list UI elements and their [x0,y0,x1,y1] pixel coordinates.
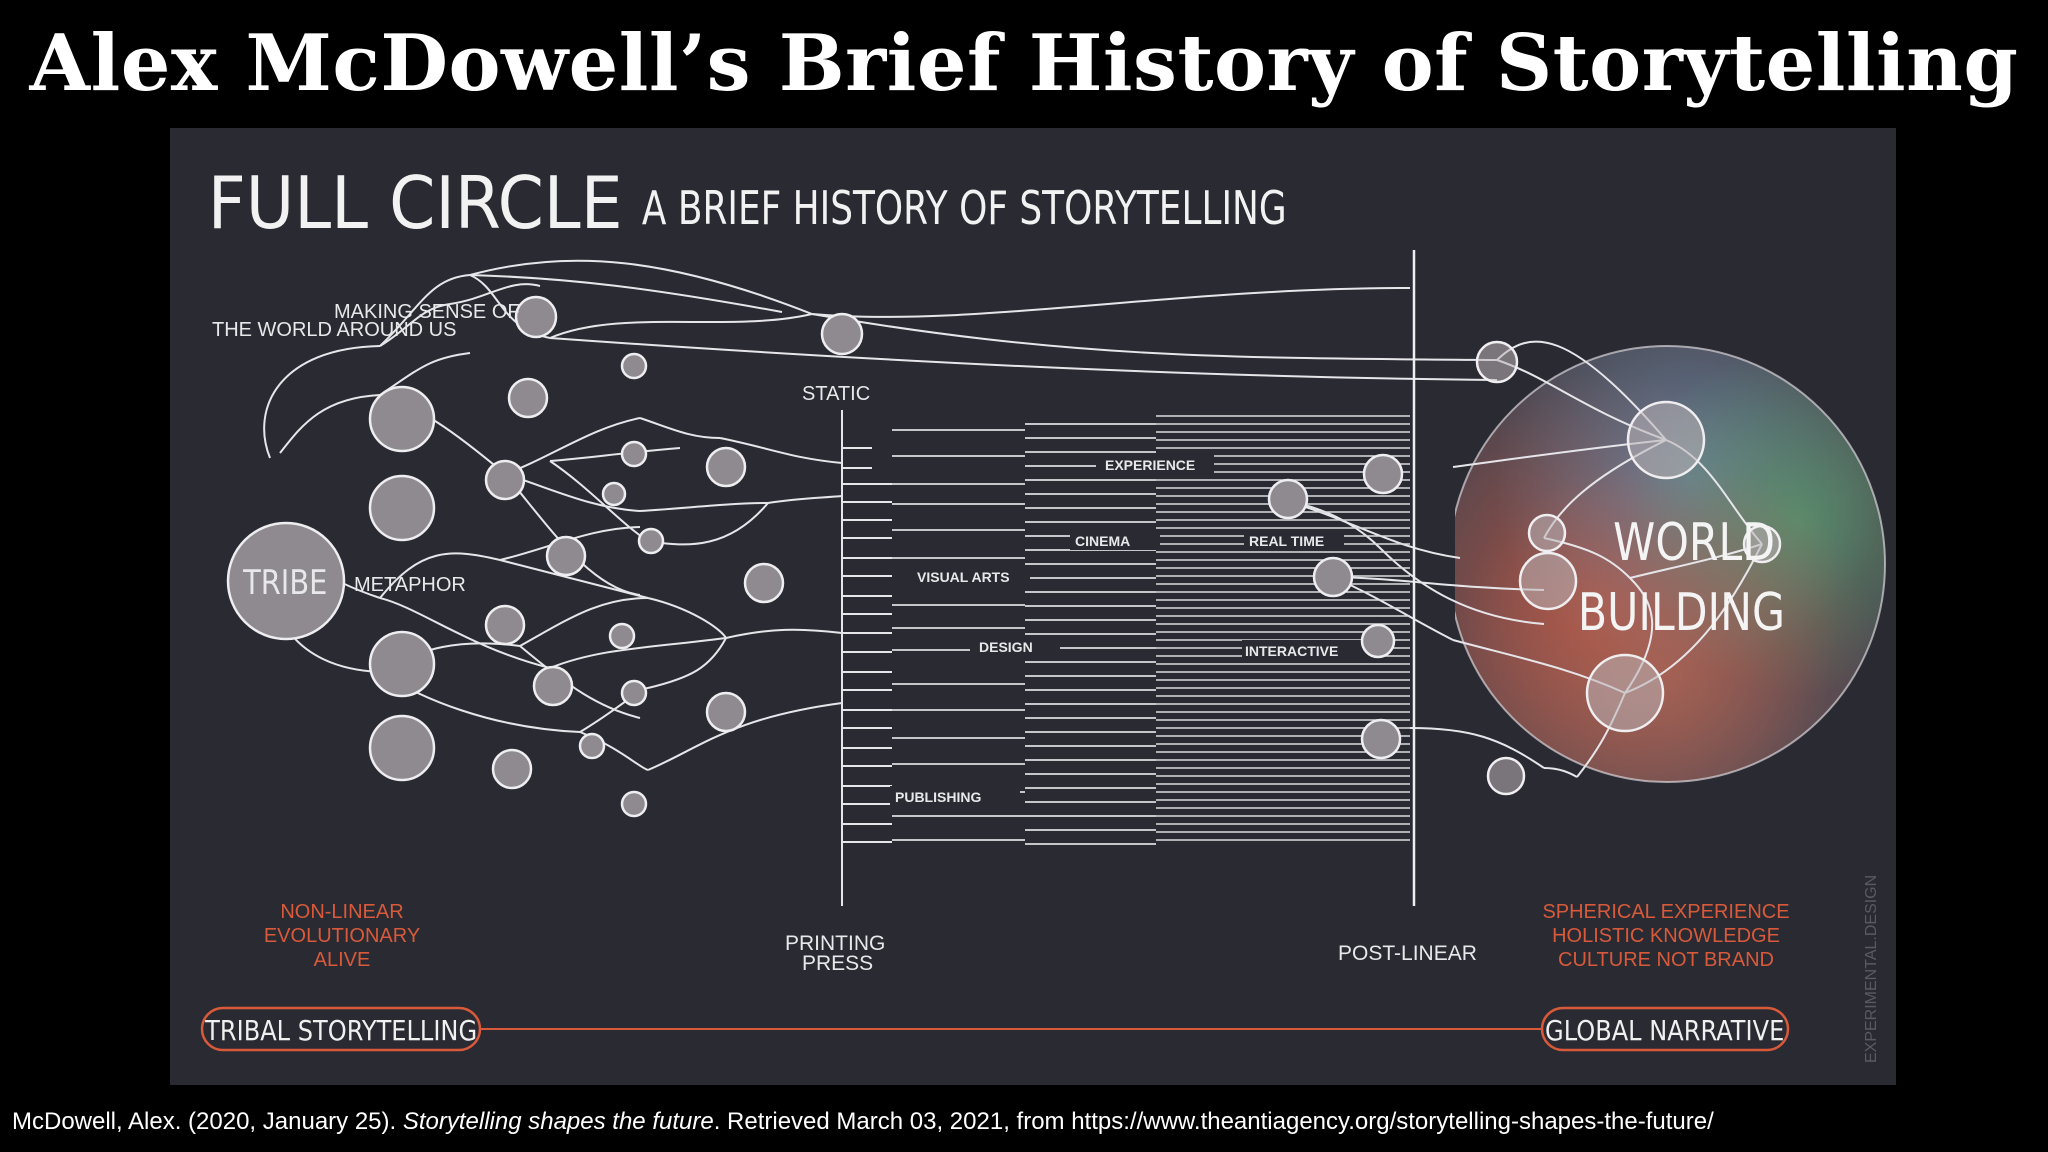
node [1267,478,1309,520]
node [705,691,747,733]
node [368,714,436,782]
global-narrative-label: GLOBAL NARRATIVE [1545,1015,1784,1047]
citation: McDowell, Alex. (2020, January 25). Stor… [12,1108,1714,1136]
static-label: STATIC [802,383,870,405]
holistic-label: HOLISTIC KNOWLEDGE [1552,925,1780,947]
nodes [226,295,1404,818]
media-lines [892,423,1156,845]
spherical-label: SPHERICAL EXPERIENCE [1542,901,1789,923]
node [368,630,436,698]
node [743,562,785,604]
making-sense-label-1: MAKING SENSE OF [334,301,520,323]
citation-author: McDowell, Alex. (2020, January 25). [12,1108,403,1135]
node [637,527,665,555]
design-label: DESIGN [979,639,1033,655]
node [484,459,526,501]
node [620,440,648,468]
tribal-storytelling-label: TRIBAL STORYTELLING [204,1015,477,1047]
node [545,535,587,577]
node [620,790,648,818]
node [1312,556,1354,598]
node [484,604,526,646]
world-building-sphere [1410,328,1886,808]
media-label-backgrounds [890,454,1378,806]
evolutionary-label: EVOLUTIONARY [264,925,420,947]
node [491,748,533,790]
press-label: PRESS [802,952,873,975]
building-label: BUILDING [1578,583,1785,643]
post-linear-label: POST-LINEAR [1338,942,1477,965]
printing-label: PRINTING [785,932,885,955]
interactive-label: INTERACTIVE [1245,643,1338,659]
diagram-panel: FULL CIRCLE A BRIEF HISTORY OF STORYTELL… [170,128,1896,1085]
watermark: EXPERIMENTAL.DESIGN [1863,875,1880,1063]
global-narrative-pill [1540,1006,1790,1052]
nonlinear-label: NON-LINEAR [280,901,403,923]
static-node [820,312,864,356]
diagram-labels: MAKING SENSE OF THE WORLD AROUND US TRIB… [212,301,1785,975]
node [1360,623,1396,659]
tribe-node [226,521,346,641]
slide-title: Alex McDowell’s Brief History of Storyte… [29,18,2019,109]
heading-main: FULL CIRCLE [208,162,623,245]
node [368,385,436,453]
node [1360,718,1402,760]
accent-labels: NON-LINEAR EVOLUTIONARY ALIVE SPHERICAL … [264,901,1790,971]
tribal-storytelling-pill [200,1006,482,1052]
node [578,732,606,760]
bottom-timeline: TRIBAL STORYTELLING GLOBAL NARRATIVE [200,1006,1790,1052]
experience-label: EXPERIENCE [1105,457,1195,473]
node [1362,453,1404,495]
alive-label: ALIVE [314,949,371,971]
node [507,377,549,419]
visual-arts-label: VISUAL ARTS [917,569,1010,585]
citation-title: Storytelling shapes the future [402,1108,714,1135]
node [608,622,636,650]
culture-label: CULTURE NOT BRAND [1558,949,1774,971]
heading-sub: A BRIEF HISTORY OF STORYTELLING [642,182,1287,236]
citation-source: . Retrieved March 03, 2021, from https:/… [713,1108,1714,1135]
publishing-label: PUBLISHING [895,789,981,805]
node [705,446,747,488]
node [620,352,648,380]
printing-press-line [841,410,892,906]
full-circle-diagram: FULL CIRCLE A BRIEF HISTORY OF STORYTELL… [200,162,1886,1063]
node [620,679,648,707]
real-time-label: REAL TIME [1249,533,1324,549]
world-label: WORLD [1613,513,1775,573]
cinema-label: CINEMA [1075,533,1130,549]
metaphor-label: METAPHOR [354,574,466,596]
making-sense-label-2: THE WORLD AROUND US [212,319,456,341]
sphere-nodes [1475,340,1782,796]
node [514,295,558,339]
node [601,481,627,507]
node [532,665,574,707]
tribe-label: TRIBE [242,564,327,603]
node [368,474,436,542]
